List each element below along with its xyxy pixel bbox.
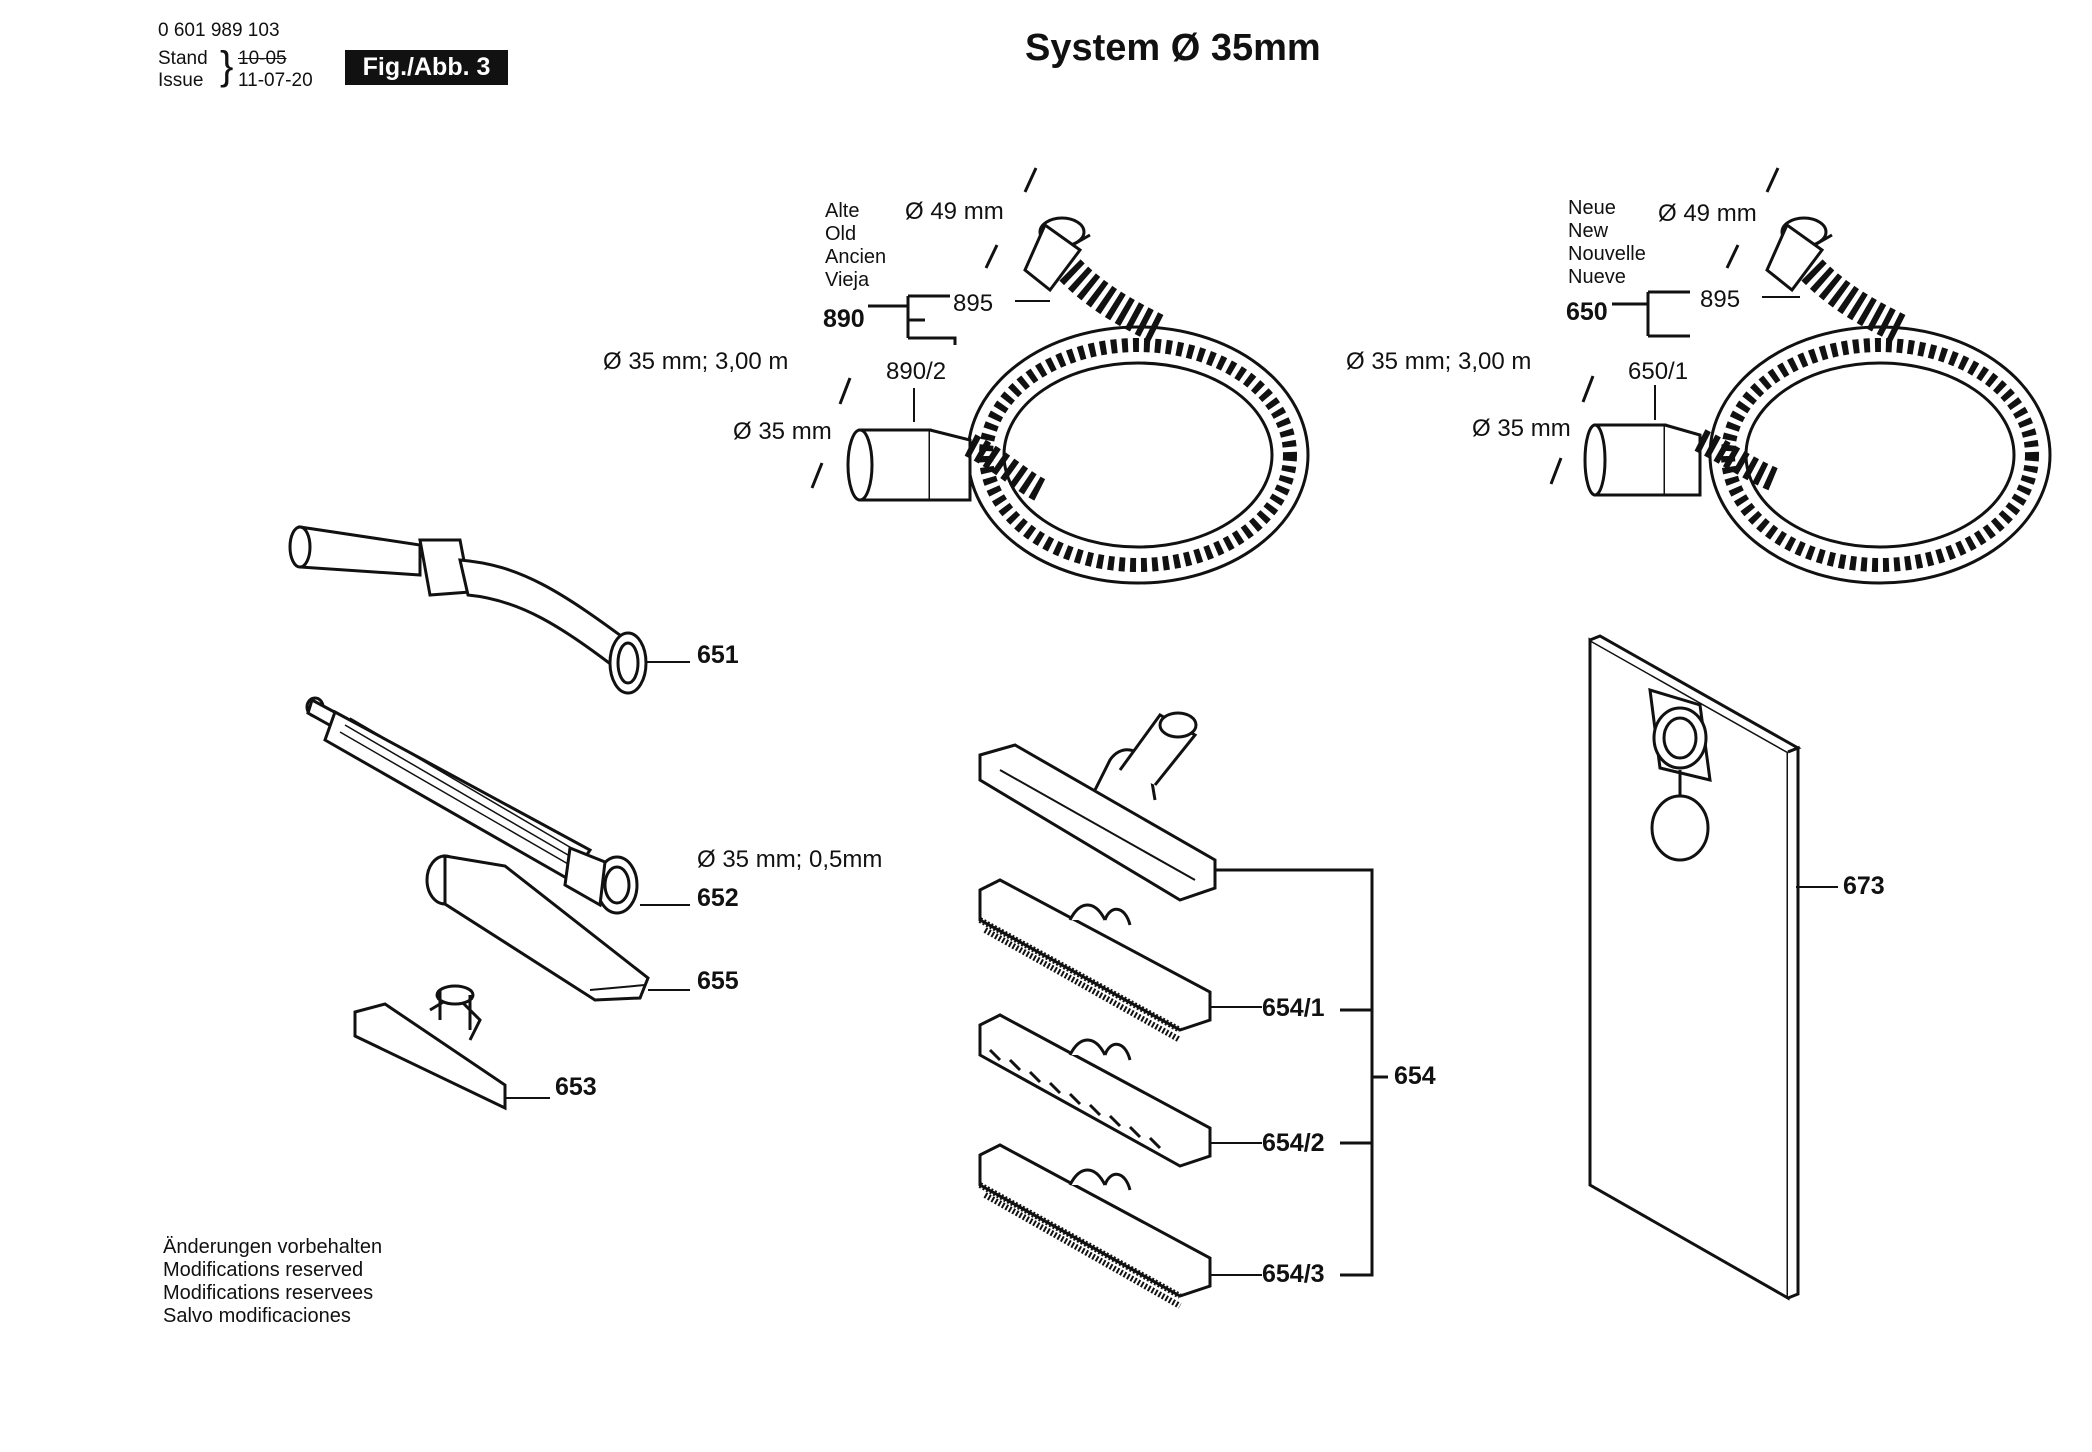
- footer-line-3: Modifications reservees: [163, 1282, 374, 1304]
- nozzle-insert-654-2-illustration: [978, 1013, 1212, 1168]
- issue-label: Issue: [158, 70, 204, 91]
- hose-new-part: 650: [1566, 298, 1608, 326]
- part-653-label: 653: [555, 1073, 597, 1101]
- part-number: 0 601 989 103: [158, 20, 280, 41]
- brace-icon: }: [220, 44, 234, 88]
- page-title: System Ø 35mm: [1025, 27, 1321, 69]
- crevice-nozzle-655-illustration: [425, 854, 650, 1002]
- hose-new-caption-1: Neue: [1568, 197, 1616, 219]
- hose-old-spec: Ø 35 mm; 3,00 m: [603, 348, 789, 375]
- part-652-label: 652: [697, 884, 739, 912]
- hose-new-sub-part: 650/1: [1628, 358, 1689, 385]
- hose-new-caption-4: Nueve: [1568, 266, 1626, 288]
- straight-wand-652-illustration: [305, 696, 639, 915]
- stand-label: Stand: [158, 48, 208, 69]
- hose-old-illustration: [846, 216, 1310, 585]
- hose-old-cuff-part: 895: [953, 290, 994, 317]
- hose-new-spec: Ø 35 mm; 3,00 m: [1346, 348, 1532, 375]
- hose-new-dia-large: Ø 49 mm: [1658, 200, 1757, 227]
- small-nozzle-653-illustration: [353, 984, 507, 1111]
- part-673-label: 673: [1843, 872, 1885, 900]
- figure-label: Fig./Abb. 3: [345, 50, 508, 85]
- stand-old-date: 10-05: [238, 48, 287, 69]
- part-654-3-label: 654/3: [1262, 1260, 1325, 1288]
- part-651-label: 651: [697, 641, 739, 669]
- hose-old-sub-part: 890/2: [886, 358, 947, 385]
- footer-line-4: Salvo modificaciones: [163, 1305, 351, 1327]
- hose-old-dia-small: Ø 35 mm: [733, 418, 832, 445]
- hose-new-dia-small: Ø 35 mm: [1472, 415, 1571, 442]
- bent-wand-651-illustration: [288, 525, 648, 695]
- part-654-2-label: 654/2: [1262, 1129, 1325, 1157]
- hose-old-caption-2: Old: [825, 223, 857, 245]
- filter-bag-673-illustration: [1588, 634, 1802, 1301]
- hose-new-caption-3: Nouvelle: [1568, 243, 1646, 265]
- footer-line-1: Änderungen vorbehalten: [163, 1236, 383, 1258]
- footer-line-2: Modifications reserved: [163, 1259, 364, 1281]
- nozzle-insert-654-3-illustration: [978, 1143, 1212, 1309]
- hose-old-dia-large: Ø 49 mm: [905, 198, 1004, 225]
- hose-old-caption-3: Ancien: [825, 246, 887, 268]
- nozzle-insert-654-1-illustration: [978, 878, 1212, 1043]
- hose-new-caption-2: New: [1568, 220, 1609, 242]
- hose-new-illustration: [1583, 216, 2052, 585]
- part-652-spec: Ø 35 mm; 0,5mm: [697, 846, 883, 873]
- hose-old-caption-4: Vieja: [825, 269, 870, 291]
- hose-new-cuff-part: 895: [1700, 286, 1741, 313]
- part-654-label: 654: [1394, 1062, 1436, 1090]
- hose-old-caption-1: Alte: [825, 200, 860, 222]
- part-654-1-label: 654/1: [1262, 994, 1325, 1022]
- issue-date: 11-07-20: [238, 70, 313, 91]
- hose-old-part: 890: [823, 305, 865, 333]
- part-655-label: 655: [697, 967, 739, 995]
- floor-nozzle-654-illustration: [978, 711, 1217, 902]
